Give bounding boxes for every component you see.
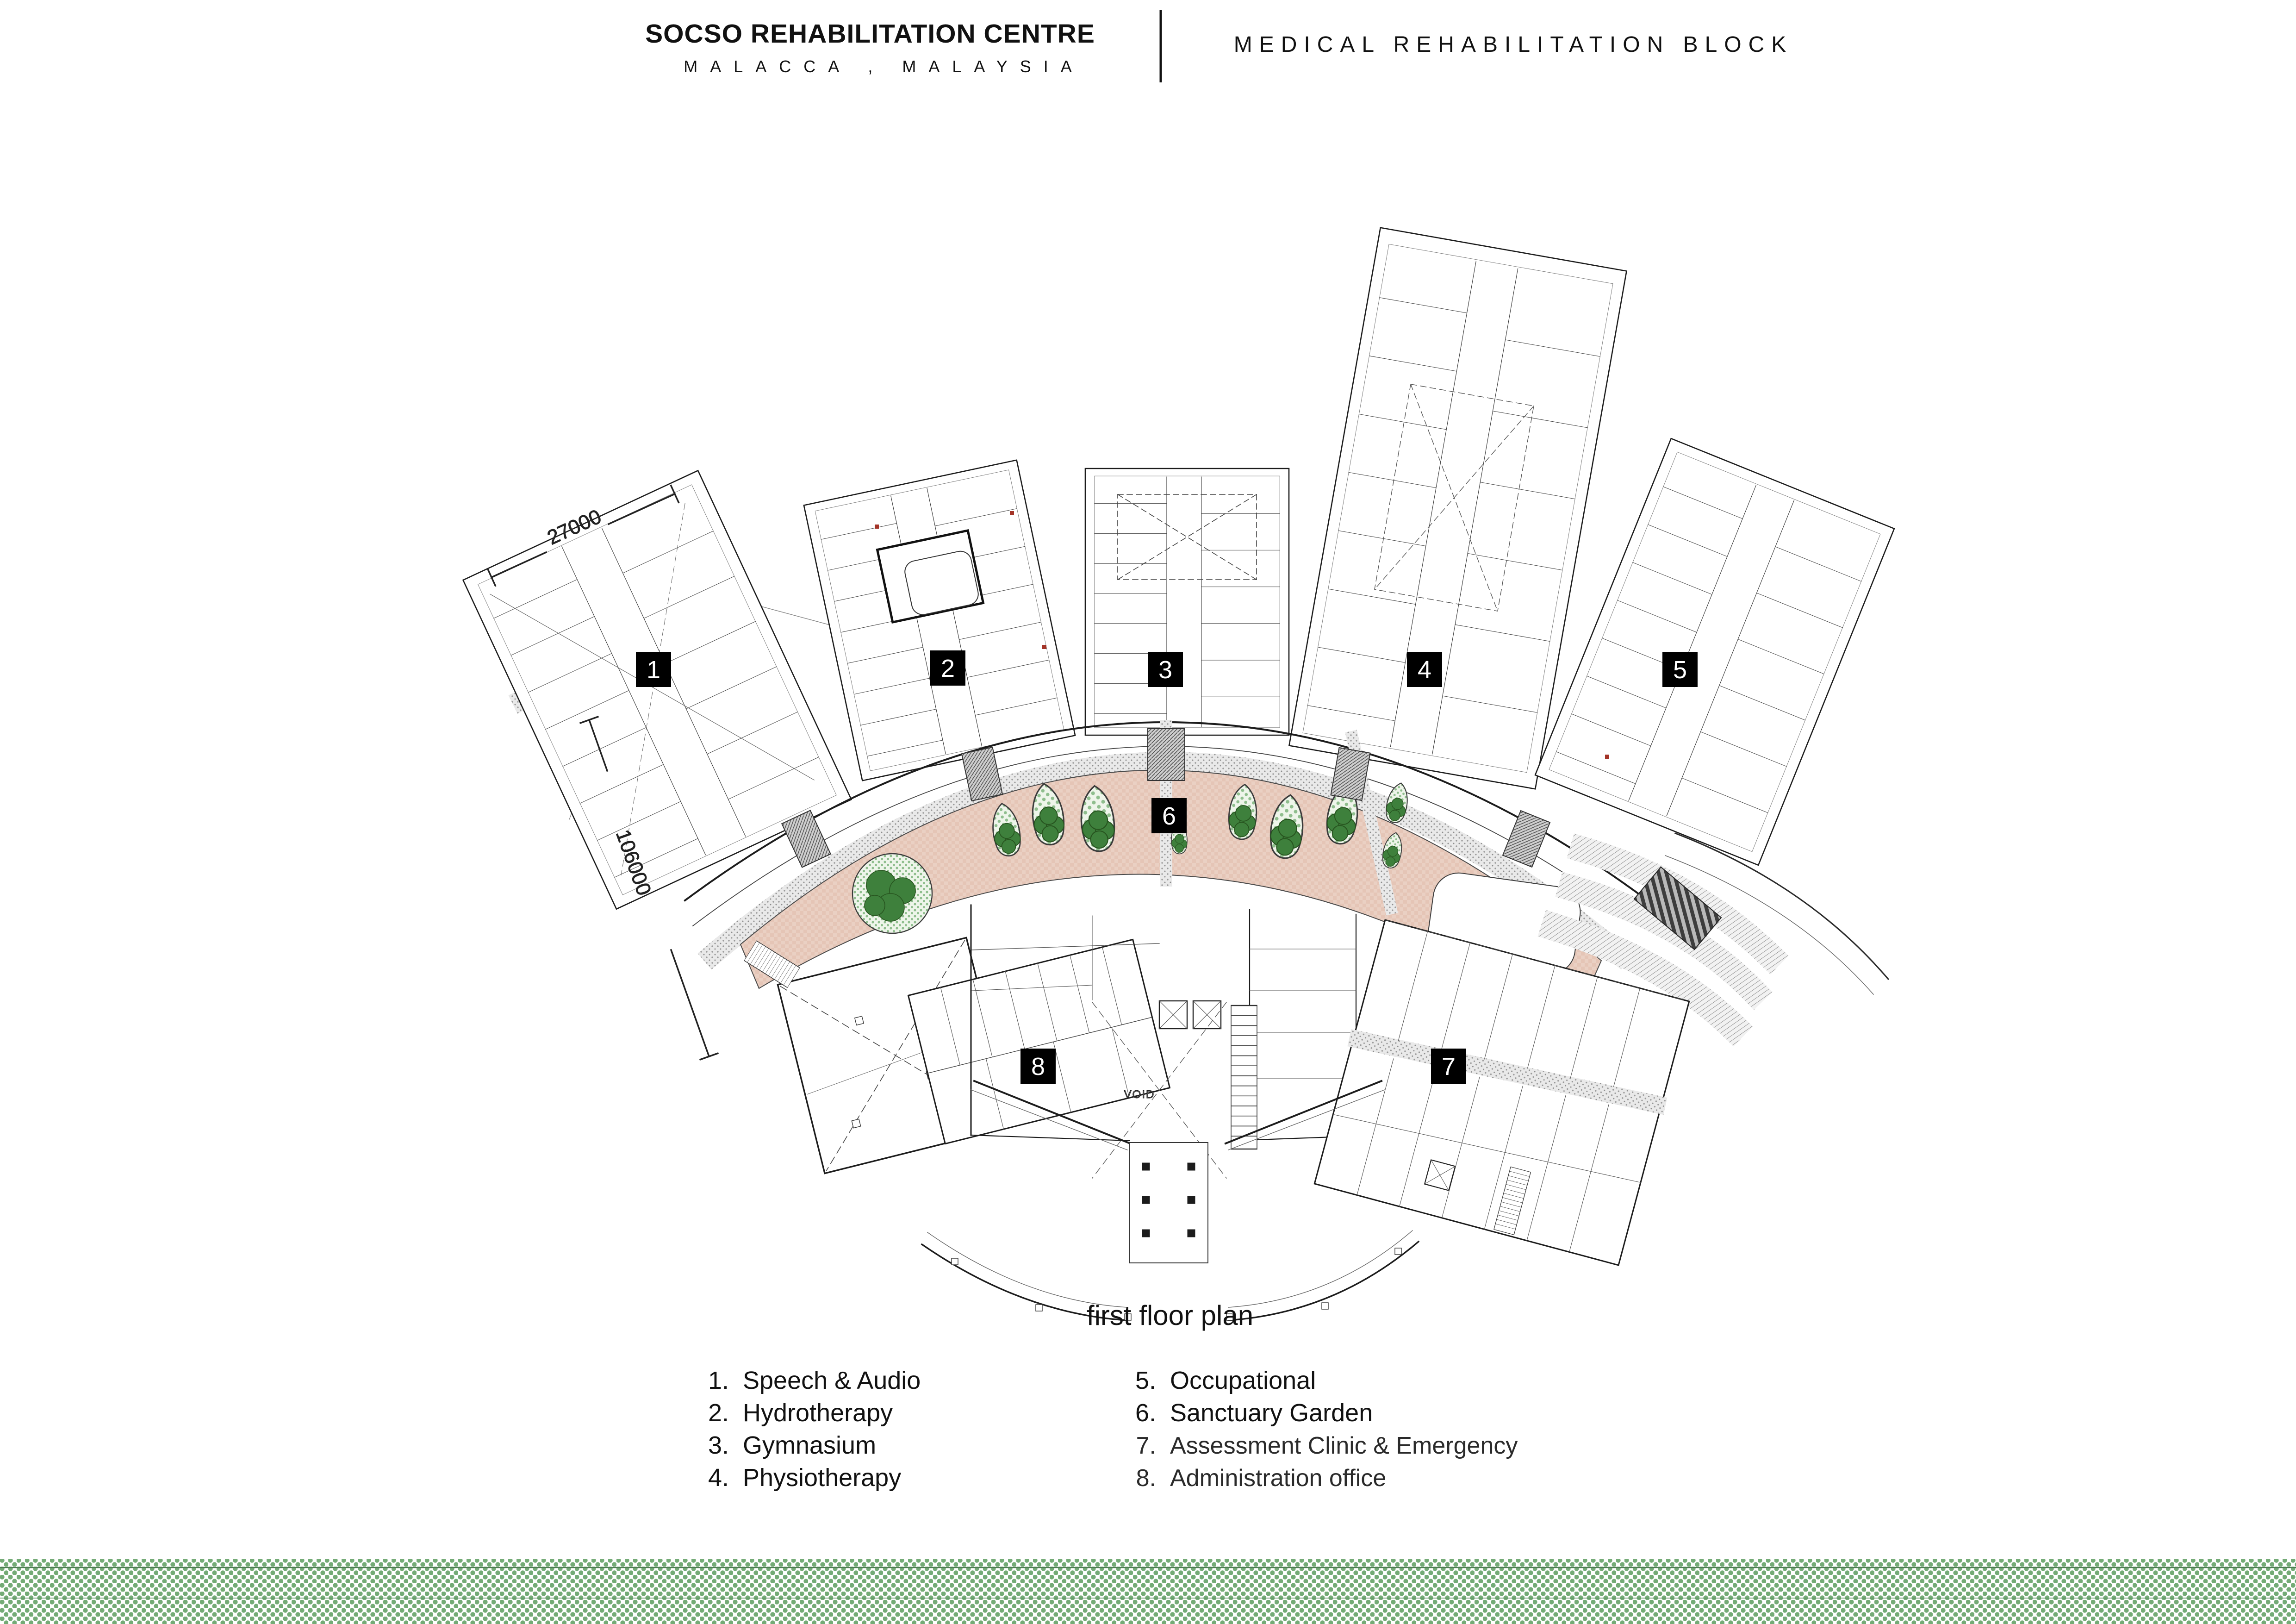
svg-text:8: 8 [1031, 1053, 1045, 1081]
svg-text:1.: 1. [708, 1367, 729, 1394]
svg-text:4.: 4. [708, 1464, 729, 1492]
curved-facade [921, 1230, 1420, 1321]
bridge-connectors [781, 728, 1551, 868]
svg-text:6: 6 [1162, 802, 1176, 830]
lift-core [1158, 1000, 1188, 1030]
central-core: VOID [970, 904, 1385, 1179]
svg-text:1: 1 [647, 656, 660, 684]
block-title: MEDICAL REHABILITATION BLOCK [1234, 32, 1793, 57]
svg-text:3: 3 [1158, 656, 1172, 684]
svg-text:6.: 6. [1135, 1399, 1156, 1427]
legend-item-2: 2. Hydrotherapy [708, 1399, 893, 1427]
tag-6: 6 [1151, 798, 1187, 833]
svg-text:5.: 5. [1135, 1367, 1156, 1394]
svg-text:Physiotherapy: Physiotherapy [743, 1464, 901, 1492]
tag-5: 5 [1662, 652, 1698, 687]
svg-text:2.: 2. [708, 1399, 729, 1427]
clinic-corridor [1347, 1029, 1668, 1115]
floor-plan: VOID [463, 228, 1894, 1331]
wing-3-roof-void [1117, 493, 1257, 581]
svg-text:Assessment Clinic & Emergency: Assessment Clinic & Emergency [1170, 1432, 1518, 1459]
svg-text:8.: 8. [1136, 1465, 1156, 1492]
svg-text:Speech & Audio: Speech & Audio [743, 1367, 921, 1394]
assessment-block [1313, 919, 1690, 1266]
void-cross [1092, 1002, 1227, 1179]
project-location: MALACCA , MALAYSIA [684, 57, 1084, 76]
wing-2-hydrotherapy [804, 460, 1075, 781]
svg-text:Occupational: Occupational [1170, 1367, 1316, 1394]
ramps [1537, 832, 1890, 1047]
tag-7: 7 [1431, 1049, 1466, 1084]
svg-text:Sanctuary Garden: Sanctuary Garden [1170, 1399, 1373, 1427]
tag-2: 2 [930, 650, 965, 686]
void-label: VOID [1124, 1088, 1155, 1101]
legend-item-1: 1. Speech & Audio [708, 1367, 921, 1394]
svg-text:5: 5 [1673, 656, 1687, 684]
ramp-stripes [1633, 866, 1722, 950]
main-stair [1230, 1005, 1258, 1150]
legend-item-4: 4. Physiotherapy [708, 1464, 901, 1492]
svg-text:3.: 3. [708, 1431, 729, 1459]
main-entrance [971, 1080, 1385, 1263]
wing-4-roof-void [1374, 384, 1535, 612]
footer-band [0, 1559, 2296, 1624]
svg-text:4: 4 [1418, 656, 1431, 684]
plan-caption: first floor plan [1087, 1300, 1253, 1331]
legend-item-7: 7. Assessment Clinic & Emergency [1136, 1432, 1518, 1459]
tag-4: 4 [1407, 652, 1442, 687]
svg-text:7.: 7. [1136, 1432, 1156, 1459]
svg-text:2: 2 [941, 655, 955, 682]
hydrotherapy-pool [876, 529, 985, 624]
tag-3: 3 [1148, 652, 1183, 687]
large-tree [852, 853, 933, 934]
tag-8: 8 [1020, 1049, 1056, 1084]
svg-text:Administration office: Administration office [1170, 1465, 1386, 1492]
svg-text:Gymnasium: Gymnasium [743, 1431, 876, 1459]
entrance-canopy [1129, 1142, 1208, 1263]
legend-item-8: 8. Administration office [1136, 1465, 1387, 1492]
wing-3-gymnasium [1085, 468, 1289, 735]
project-title: SOCSO REHABILITATION CENTRE [645, 19, 1095, 49]
legend-item-6: 6. Sanctuary Garden [1135, 1399, 1373, 1427]
lower-block: VOID [744, 904, 1690, 1321]
plan-tags: 1 2 3 4 5 6 7 [636, 650, 1698, 1084]
legend-item-3: 3. Gymnasium [708, 1431, 876, 1459]
legend-item-5: 5. Occupational [1135, 1367, 1316, 1394]
canopy-columns [1142, 1162, 1195, 1237]
wing-5-occupational [1535, 438, 1894, 865]
legend: 1. Speech & Audio 2. Hydrotherapy 3. Gym… [708, 1367, 1518, 1492]
header: SOCSO REHABILITATION CENTRE MALACCA , MA… [645, 10, 1793, 82]
wing-1-detail [489, 503, 815, 876]
tag-1: 1 [636, 652, 671, 687]
svg-text:7: 7 [1442, 1053, 1456, 1081]
sanctuary-garden [740, 720, 1602, 1024]
svg-text:Hydrotherapy: Hydrotherapy [743, 1399, 893, 1427]
